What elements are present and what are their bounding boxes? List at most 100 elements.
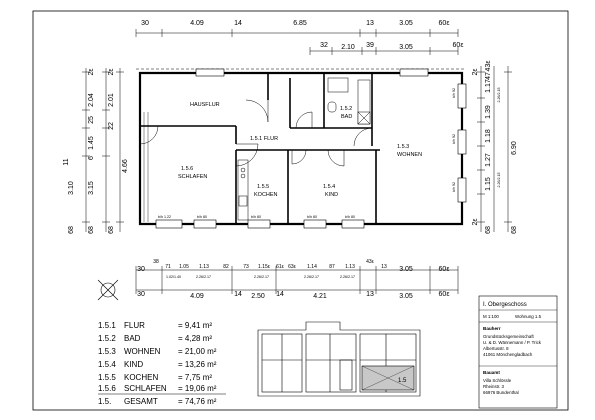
left-dim-label: 22 (108, 122, 115, 130)
door-icon (245, 99, 269, 123)
right-dim-small-label: 2.26/2.15 (497, 88, 501, 103)
bottom-dim-label: 87 (329, 264, 335, 270)
left-dim-label: 2.01 (108, 93, 115, 107)
area-num: 1.5.4 (98, 360, 116, 369)
area-num: 1.5.6 (98, 384, 116, 393)
bottom-dim-label: 60ε (439, 291, 450, 298)
left-dimension-chain (82, 68, 124, 232)
bottom-dim-label: 61ε (276, 264, 285, 270)
architect-label: Bauamt (483, 370, 500, 375)
windows-bottom (155, 219, 365, 229)
left-dim-label: 2.04 (88, 93, 95, 107)
room-number-kind: 1.5.4 (323, 184, 335, 190)
shaft (327, 77, 349, 93)
left-dim-label: 3.15 (88, 181, 95, 195)
stair-edge (143, 112, 149, 222)
right-dim-label: 2ε (472, 68, 479, 75)
bottom-dim-label: 13 (366, 291, 374, 298)
toilet-icon (327, 101, 337, 113)
area-num: 1.5.3 (98, 347, 116, 356)
left-dim-label: 6 (88, 156, 95, 160)
right-dim-label: 1.17 (485, 79, 492, 93)
room-label-kind: KIND (325, 192, 338, 198)
left-dim-label: 2ε (88, 68, 95, 75)
area-value: = 13,26 m² (178, 360, 217, 369)
area-value: = 74,76 m² (178, 397, 217, 406)
owner-line: 41061 Mönchengladbach (483, 352, 533, 357)
window-label: b/h 92 (452, 134, 456, 144)
bottom-dim-label: 2.50 (251, 293, 265, 300)
area-name: BAD (124, 334, 141, 343)
bottom-dim-label: 43ε (366, 259, 375, 265)
door-icon (291, 149, 307, 165)
left-dim-label: 2ε (108, 68, 115, 75)
bottom-dim-label: 4.09 (190, 293, 204, 300)
top-dim-label: 32 (320, 42, 328, 49)
top-dim-label: 4.09 (190, 20, 204, 27)
drawing-unit: Wohnung 1.5 (515, 314, 542, 319)
window-label: b/h 1.22 (158, 215, 171, 219)
bottom-dim-label: 73 (243, 264, 249, 270)
left-dim-label: 68 (108, 226, 115, 234)
bathroom-fixtures (327, 77, 371, 125)
site-plan-unit-label: 1.5 (398, 378, 407, 384)
area-name: GESAMT (124, 397, 158, 406)
right-dim-label: 68 (485, 226, 492, 234)
area-name: WOHNEN (124, 347, 161, 356)
right-dim-label: 68 (511, 226, 518, 234)
area-value: = 19,06 m² (178, 384, 217, 393)
owner-line: Albertusstr. 8 (483, 346, 509, 351)
window-label: b/h 80 (307, 215, 317, 219)
window-label: b/h 80 (251, 215, 261, 219)
architect-line: 66976 Bundenthal (483, 390, 519, 395)
windows-top (195, 68, 429, 77)
door-icon (235, 143, 259, 167)
bottom-dim-small-label: 2.26/2.17 (196, 275, 211, 279)
area-name: SCHLAFEN (124, 384, 167, 393)
door-icon (327, 149, 345, 167)
bottom-dim-label: 14 (234, 291, 242, 298)
area-value: = 9,41 m² (178, 321, 212, 330)
right-dim-label: 1.15 (485, 177, 492, 191)
bottom-dim-label: 71 (165, 264, 171, 270)
owner-line: Grundstücksgemeinschaft (483, 334, 535, 339)
top-dim-label: 30 (141, 20, 149, 27)
bottom-dim-label: 30 (137, 266, 145, 273)
owner-label: Bauherr (483, 326, 501, 331)
sink-icon (238, 195, 248, 207)
north-arrow-icon (97, 279, 119, 301)
area-name: FLUR (124, 321, 145, 330)
bottom-dim-label: 1.15ε (258, 264, 271, 270)
top-dim-label: 6.85 (293, 20, 307, 27)
bottom-dim-label: 1.13 (199, 264, 209, 270)
left-dim-label: 68 (88, 226, 95, 234)
bottom-dim-label: 1.14 (307, 264, 317, 270)
floor-plan: b/h 1.22 b/h 80 b/h 80 b/h 80 b/h 80 b/h… (136, 68, 467, 229)
area-num: 1.5.2 (98, 334, 116, 343)
drawing-title: I. Obergeschoss (483, 302, 527, 308)
area-num: 1.5.5 (98, 373, 116, 382)
stove-icon (240, 173, 246, 179)
top-dim-label: 13 (366, 20, 374, 27)
right-dim-label: 1.18 (485, 129, 492, 143)
top-dim-label: 39 (366, 42, 374, 49)
right-dim-label: 1.39 (485, 105, 492, 119)
top-dim-label: 2.10 (341, 44, 355, 51)
top-dimension-chain (135, 29, 459, 55)
left-dim-label: 68 (68, 226, 75, 234)
left-dim-label: 25 (88, 116, 95, 124)
right-dim-label: 47 (485, 72, 492, 80)
area-name: KIND (124, 360, 143, 369)
door-icon (353, 127, 373, 147)
bottom-dim-label: 13 (381, 264, 387, 270)
bottom-dim-label: 60ε (439, 266, 450, 273)
kitchen-counter (237, 159, 249, 221)
area-num: 1.5.1 (98, 321, 116, 330)
bottom-dim-label: 3.05 (399, 293, 413, 300)
window-label: b/h 92 (452, 182, 456, 192)
right-dim-small-label: 2.26/2.15 (497, 173, 501, 188)
room-label-wohnen: WOHNEN (397, 152, 422, 158)
room-number-kochen: 1.5.5 (257, 184, 269, 190)
outer-wall (138, 71, 464, 226)
